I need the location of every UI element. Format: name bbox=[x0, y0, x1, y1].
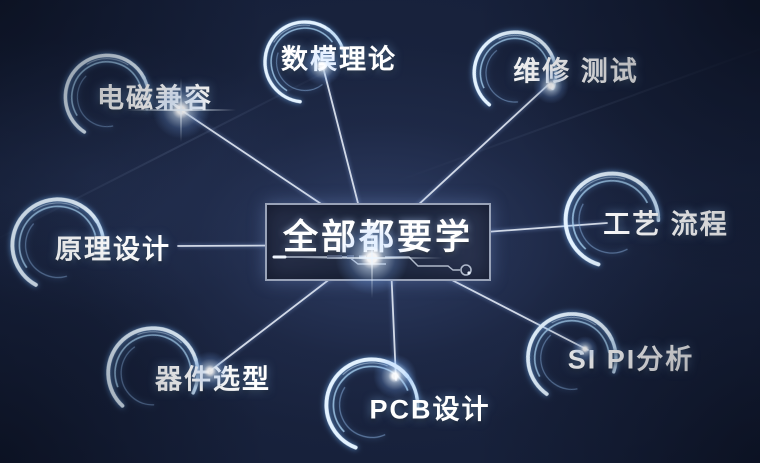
node-label: 器件选型 bbox=[155, 364, 271, 395]
node-label: 数模理论 bbox=[281, 44, 397, 75]
center-topic-box: 全部都要学 bbox=[265, 203, 491, 295]
node-label: 原理设计 bbox=[55, 234, 171, 265]
node-label: 维修 测试 bbox=[513, 56, 639, 87]
node-label: PCB设计 bbox=[369, 394, 491, 425]
circuit-trace-decoration bbox=[272, 255, 472, 276]
node-label: 电磁兼容 bbox=[97, 83, 213, 114]
node-label: 工艺 流程 bbox=[603, 209, 729, 240]
node-label: SI PI分析 bbox=[567, 344, 695, 375]
